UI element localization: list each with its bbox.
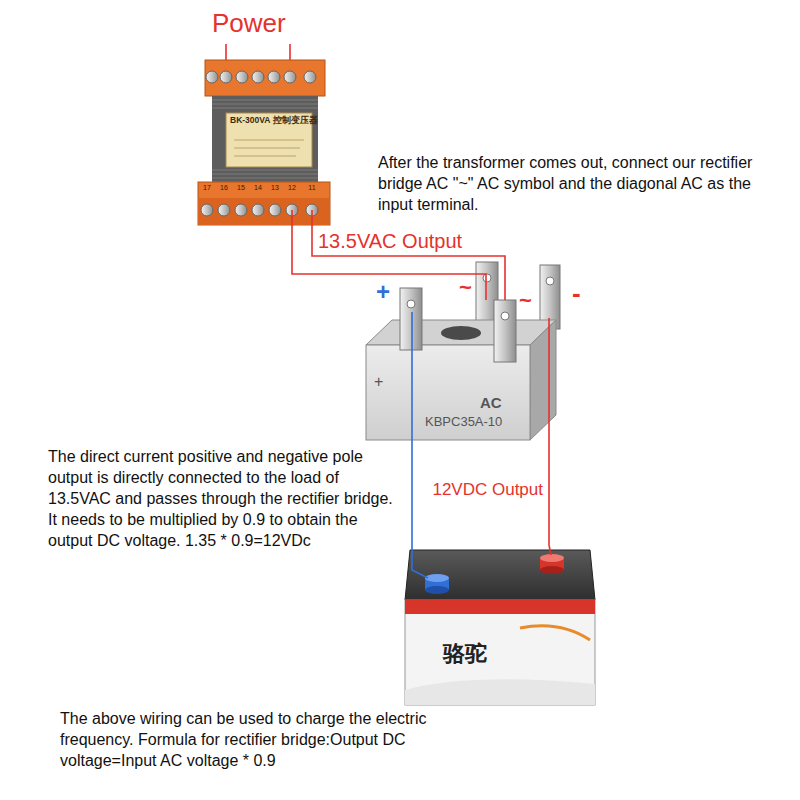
positive-post [540, 566, 564, 574]
dc-wire [411, 312, 413, 440]
terminal-screws [201, 204, 318, 216]
formula-note: The above wiring can be used to charge t… [60, 708, 500, 771]
negative-post [425, 586, 449, 594]
terminal-number: 16 [216, 184, 232, 192]
battery-top [405, 550, 595, 600]
battery-front [405, 600, 595, 705]
transformer-symbol [198, 60, 330, 225]
wire-label: 13.5VAC Output [318, 229, 462, 253]
plate-lines [234, 140, 304, 156]
terminal-hole [483, 274, 491, 282]
polarity-mark: + [374, 372, 383, 391]
ac-symbol: ~ [519, 290, 532, 312]
wire-connector [411, 440, 413, 545]
negative-post [425, 574, 449, 582]
transformer-core [212, 96, 318, 184]
terminal-hole [407, 300, 415, 308]
core-lamination [212, 100, 318, 182]
ac-mark: AC [480, 394, 502, 412]
terminal-screws [206, 71, 316, 83]
transformer-box: BK-300VA 控制变压器 [198, 60, 330, 225]
negative-sign: - [572, 280, 581, 306]
wire-connector [312, 225, 505, 300]
terminal-block [205, 60, 325, 96]
brand-text: 骆驼 [443, 641, 487, 667]
ac-symbol: ~ [459, 277, 472, 299]
part-number: KBPC35A-10 [425, 414, 502, 430]
terminal-hole [501, 312, 509, 320]
bridge-side-face [530, 320, 556, 440]
bridge-top-face [366, 320, 556, 345]
terminal-number: 15 [233, 184, 249, 192]
terminal-number: 12 [284, 184, 300, 192]
terminal-block-front [198, 198, 330, 225]
power-label: Power [212, 8, 286, 39]
battery-band [405, 600, 595, 614]
wire-stub [292, 210, 312, 225]
negative-terminal [540, 265, 560, 329]
mounting-hole [441, 326, 481, 340]
wire-stub [412, 545, 428, 578]
explanation-note: The direct current positive and negative… [48, 446, 400, 551]
terminal-number: 17 [199, 184, 215, 192]
battery-swoosh [520, 626, 590, 640]
positive-post [540, 554, 564, 562]
positive-sign: + [376, 280, 390, 304]
battery-box: 骆驼 [405, 545, 595, 705]
battery-symbol [405, 545, 595, 705]
terminal-number: 14 [250, 184, 266, 192]
terminal-hole [546, 277, 554, 285]
ac-terminal [494, 300, 516, 362]
terminal-number: 11 [304, 184, 320, 192]
dc-wire [548, 318, 550, 440]
rectifier-bridge-box: + KBPC35A-10 AC [360, 300, 560, 440]
positive-terminal [400, 288, 422, 350]
battery-swoosh [405, 679, 595, 705]
wire-stub [549, 545, 551, 555]
wire-label: 12VDC Output [432, 480, 543, 500]
instruction-note: After the transformer comes out, connect… [378, 152, 783, 215]
rectifier-bridge-symbol [366, 262, 560, 440]
terminal-block [198, 182, 330, 225]
nameplate-text: BK-300VA 控制变压器 [230, 115, 318, 125]
terminal-number: 13 [267, 184, 283, 192]
wire-connector [548, 440, 550, 545]
